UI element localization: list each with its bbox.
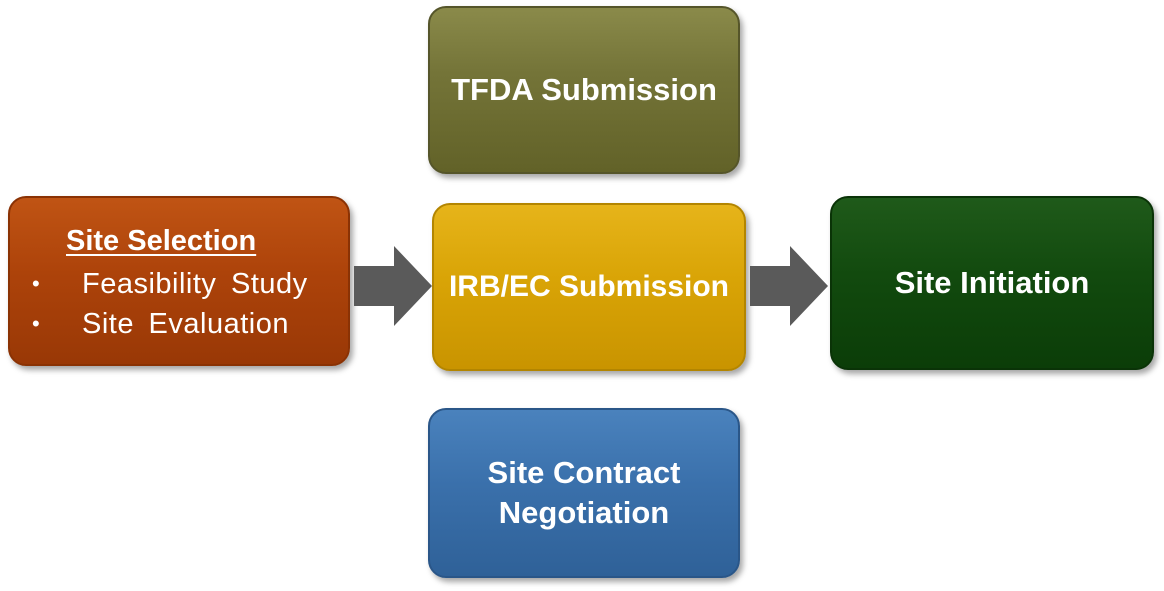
irb-ec-submission-label: IRB/EC Submission [448, 270, 730, 303]
irb-ec-submission-box: IRB/EC Submission [432, 203, 746, 371]
bullet-icon: • [32, 311, 40, 336]
site-selection-list: • Feasibility Study • Site Evaluation [10, 264, 308, 344]
site-contract-negotiation-line1: Site Contract [487, 455, 681, 490]
bullet-icon: • [32, 271, 40, 296]
list-item: • Site Evaluation [10, 304, 308, 344]
site-initiation-box: Site Initiation [830, 196, 1154, 370]
site-selection-title: Site Selection [66, 225, 257, 257]
tfda-submission-label: TFDA Submission [451, 72, 717, 107]
site-contract-negotiation-line2: Negotiation [498, 495, 670, 530]
list-item: • Feasibility Study [10, 264, 308, 304]
arrow-right-icon [354, 246, 432, 326]
site-selection-box: Site Selection • Feasibility Study • Sit… [8, 196, 350, 366]
site-contract-negotiation-box: Site Contract Negotiation [428, 408, 740, 578]
list-item-text: Site Evaluation [82, 308, 289, 340]
list-item-text: Feasibility Study [82, 268, 308, 300]
arrow-right-icon [750, 246, 828, 326]
site-initiation-label: Site Initiation [894, 265, 1090, 300]
tfda-submission-box: TFDA Submission [428, 6, 740, 174]
